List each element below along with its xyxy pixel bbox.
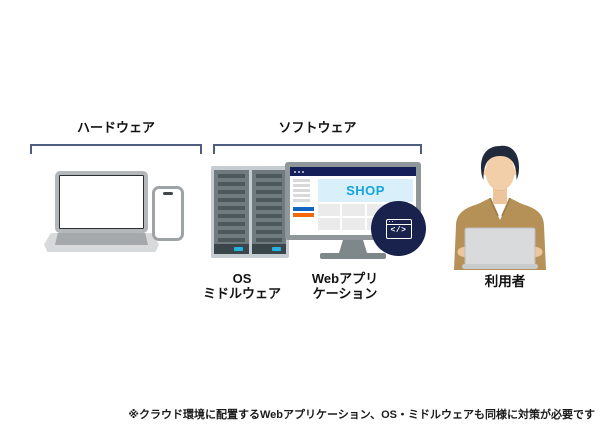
webapp-label: Webアプリ ケーション: [290, 271, 400, 301]
server-panel: [214, 244, 249, 254]
sidebar-line: [293, 184, 310, 187]
server-led: [271, 247, 281, 251]
server-panel: [251, 244, 286, 254]
os-middleware-label: OS ミドルウェア: [192, 271, 292, 301]
server-slats: [218, 174, 245, 242]
product-cell: [342, 218, 365, 230]
laptop-keyboard-deck: [55, 233, 148, 245]
software-section-label: ソフトウェア: [278, 120, 357, 135]
software-bracket: [213, 144, 422, 154]
smartphone-icon: [152, 186, 184, 241]
hardware-section-label: ハードウェア: [76, 120, 155, 135]
hair-shape: [481, 145, 519, 180]
sidebar-orange-bar: [293, 212, 314, 217]
monitor-stand-neck: [339, 240, 367, 253]
laptop-base: [44, 233, 159, 252]
code-window-titlebar: [386, 220, 411, 225]
user-laptop-base: [462, 264, 538, 269]
server-slats: [255, 174, 282, 242]
code-window-icon: </>: [385, 218, 412, 239]
os-label-line2: ミドルウェア: [202, 286, 281, 301]
user-laptop-lid: [464, 227, 536, 266]
hardware-bracket: [30, 144, 202, 154]
footnote-text: ※クラウド環境に配置するWebアプリケーション、OS・ミドルウェアも同様に対策が…: [128, 409, 595, 421]
face-shape: [485, 153, 515, 191]
server-rack-icon: [211, 166, 289, 258]
code-badge: </>: [371, 201, 426, 256]
webapp-label-line1: Webアプリ: [311, 271, 379, 286]
sidebar-line: [293, 179, 310, 182]
shop-banner-text: SHOP: [346, 183, 385, 198]
window-dot-icon: [298, 170, 300, 173]
neck-shape: [493, 186, 507, 204]
shop-banner: SHOP: [318, 179, 413, 202]
webapp-label-line2: ケーション: [312, 286, 378, 301]
laptop-icon: [55, 171, 148, 233]
product-cell: [342, 204, 365, 216]
sidebar-line: [293, 199, 310, 202]
user-illustration: [454, 145, 546, 270]
browser-sidebar: [293, 179, 315, 230]
browser-titlebar: [290, 167, 416, 176]
server-led: [234, 247, 243, 251]
product-cell: [318, 204, 341, 216]
user-label: 利用者: [484, 274, 526, 289]
smartphone-notch: [163, 192, 173, 195]
server-tower-right: [251, 170, 286, 254]
monitor-stand-base: [320, 253, 386, 259]
server-tower-left: [214, 170, 249, 254]
code-glyph: </>: [390, 225, 407, 235]
sidebar-line: [293, 194, 310, 197]
window-dot-icon: [294, 170, 296, 173]
laptop-screen: [59, 175, 144, 229]
product-cell: [318, 218, 341, 230]
sidebar-line: [293, 189, 310, 192]
window-dot-icon: [302, 170, 304, 173]
sidebar-blue-bar: [293, 206, 314, 211]
os-label-line1: OS: [232, 271, 252, 286]
